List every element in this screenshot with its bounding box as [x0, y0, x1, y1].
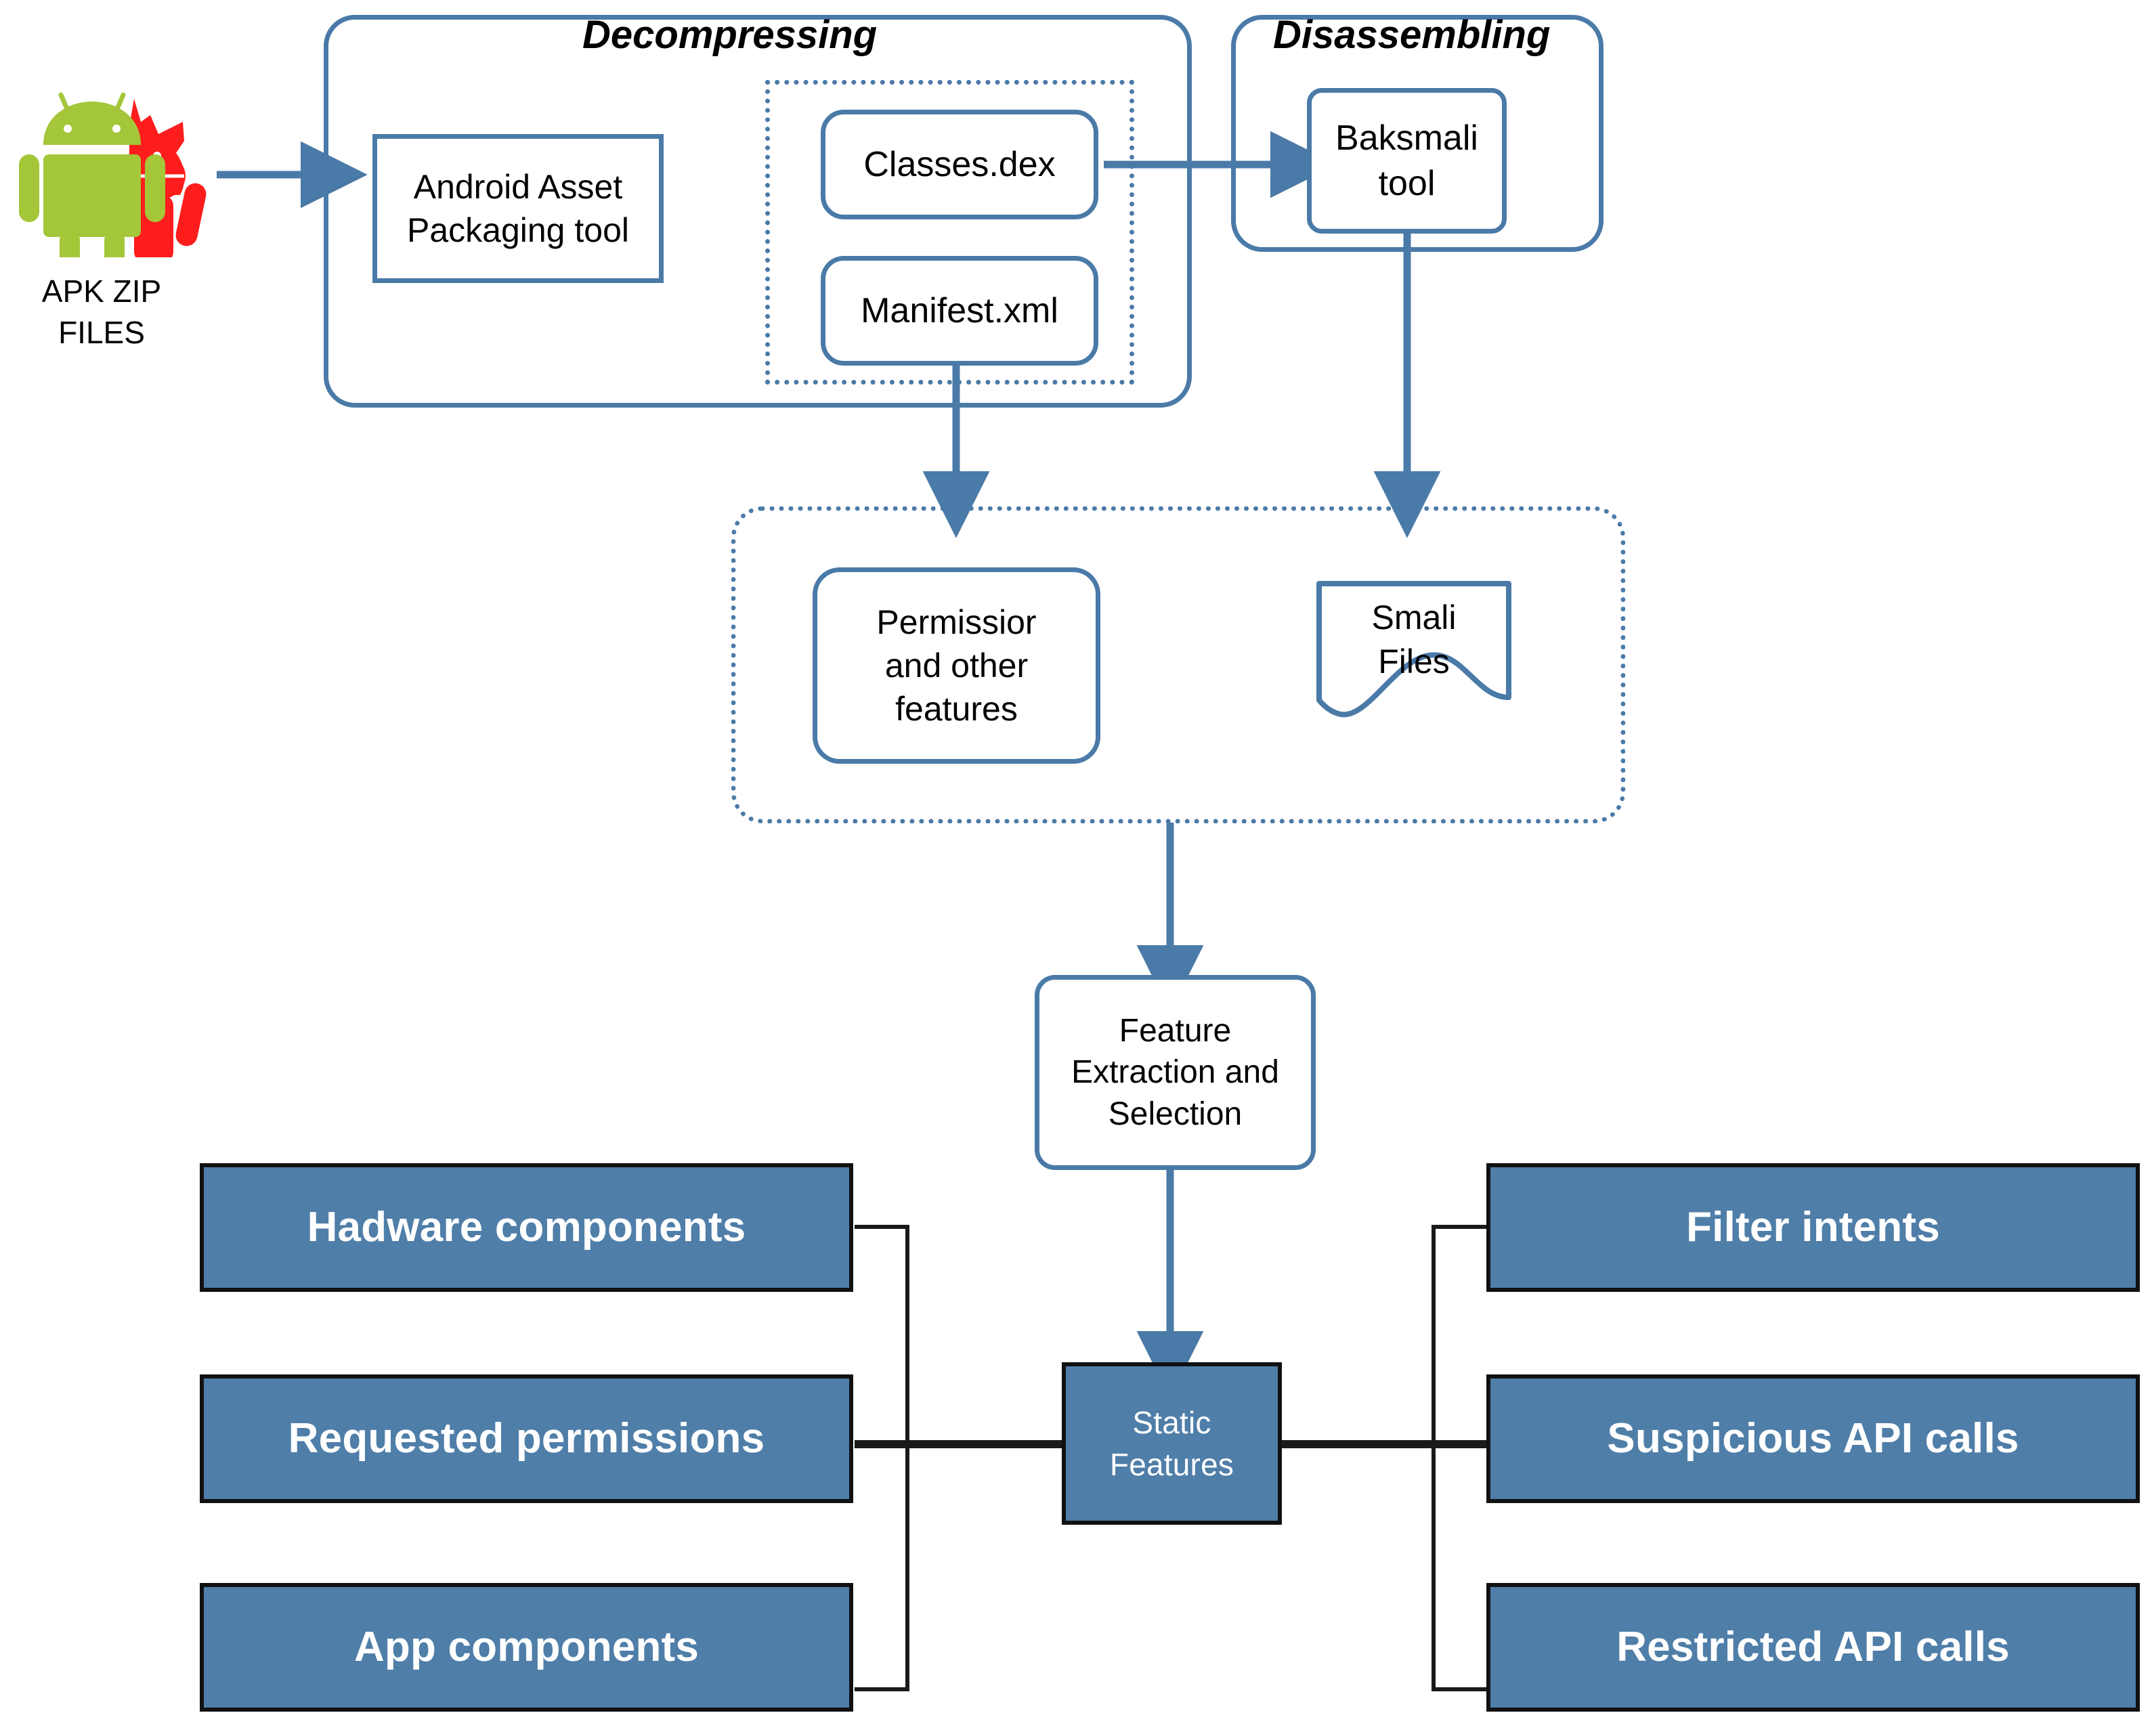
feature-extraction-and-selection-box[interactable]: Feature Extraction and Selection	[1035, 975, 1316, 1170]
classes-dex-box[interactable]: Classes.dex	[821, 110, 1098, 219]
feature-box-filter-intents[interactable]: Filter intents	[1486, 1163, 2140, 1292]
decompressing-group	[324, 15, 1192, 408]
manifest-xml-box[interactable]: Manifest.xml	[821, 256, 1098, 366]
feature-box-requested-permissions[interactable]: Requested permissions	[200, 1374, 853, 1503]
feature-box-app-components[interactable]: App components	[200, 1583, 853, 1712]
feature-box-hardware-components[interactable]: Hadware components	[200, 1163, 853, 1292]
feature-box-restricted-api-calls[interactable]: Restricted API calls	[1486, 1583, 2140, 1712]
baksmali-tool-box[interactable]: Baksmali tool	[1307, 88, 1507, 234]
android-asset-packaging-tool-box[interactable]: Android Asset Packaging tool	[372, 134, 664, 283]
disassembling-title: Disassembling	[1273, 13, 1551, 57]
feature-box-suspicious-api-calls[interactable]: Suspicious API calls	[1486, 1374, 2140, 1503]
smali-files-label: Smali Files	[1371, 599, 1457, 680]
extracted-artifacts-group	[731, 506, 1625, 823]
permissions-and-features-box[interactable]: Permissior and other features	[813, 567, 1100, 764]
static-features-box[interactable]: Static Features	[1062, 1362, 1282, 1525]
disassembling-group	[1231, 15, 1604, 252]
apk-source-label: APK ZIP FILES	[41, 274, 162, 350]
android-devil-icon	[19, 92, 207, 257]
decompressing-artifacts-group	[765, 80, 1134, 385]
decompressing-title: Decompressing	[582, 13, 878, 57]
